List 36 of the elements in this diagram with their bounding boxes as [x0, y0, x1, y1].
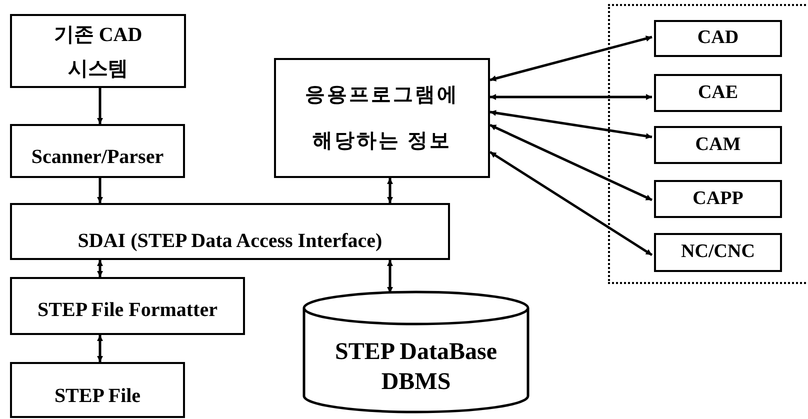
arrow [96, 259, 104, 278]
group-frame [608, 4, 808, 284]
application-box [654, 233, 782, 272]
arrow [489, 94, 653, 100]
arrow [96, 178, 102, 204]
process-box [10, 277, 245, 335]
arrow [386, 259, 394, 294]
label-text: CAD [697, 26, 739, 50]
application-box [654, 126, 782, 164]
label-text: STEP File Formatter [38, 298, 218, 323]
arrow [489, 150, 653, 256]
arrow [488, 36, 654, 82]
information-box [274, 58, 490, 178]
label-text: Scanner/Parser [31, 145, 164, 170]
existing-system-box [10, 14, 186, 88]
label-text: STEP File [54, 384, 141, 409]
label-text: SDAI (STEP Data Access Interface) [78, 228, 382, 254]
label-text: CAE [698, 80, 738, 105]
arrow [386, 177, 394, 204]
interface-box [10, 203, 450, 260]
application-box [654, 74, 782, 112]
label-text: 기존 CAD 시스템 [52, 23, 144, 82]
arrow [489, 109, 653, 140]
arrow [96, 88, 102, 125]
label-text: STEP DataBase DBMS [334, 338, 498, 397]
application-box [654, 20, 782, 57]
arrow [96, 334, 104, 363]
application-box [654, 180, 782, 218]
label-text: CAM [695, 132, 741, 157]
label-text: 응용프로그램에 해당하는 정보 [304, 83, 460, 154]
file-box [10, 362, 185, 418]
process-box [10, 124, 185, 178]
label-text: NC/CNC [681, 240, 755, 264]
label-text: CAPP [692, 186, 744, 211]
database-cylinder [302, 290, 530, 414]
arrow [489, 124, 653, 202]
